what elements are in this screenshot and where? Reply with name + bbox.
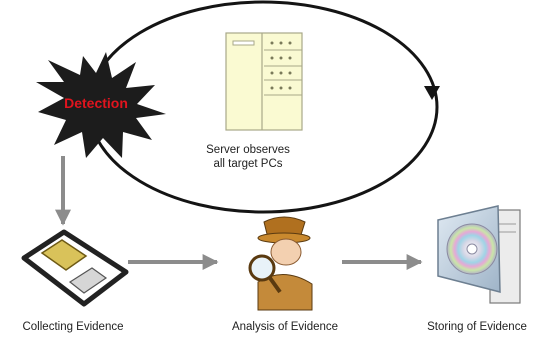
server-icon [225, 32, 303, 131]
floppy-disk-icon [21, 229, 129, 307]
detection-burst-icon [36, 52, 166, 158]
server-caption-line1: Server observes [206, 144, 290, 156]
loop-arrowhead-right [424, 86, 440, 100]
cd-case-computer-icon [437, 205, 521, 304]
collecting-evidence-label: Collecting Evidence [22, 321, 123, 333]
server-caption-line2: all target PCs [213, 158, 282, 170]
detective-magnifier-icon [248, 216, 313, 311]
detection-label: Detection [64, 95, 128, 111]
storing-evidence-label: Storing of Evidence [427, 321, 527, 333]
analysis-evidence-label: Analysis of Evidence [232, 321, 338, 333]
